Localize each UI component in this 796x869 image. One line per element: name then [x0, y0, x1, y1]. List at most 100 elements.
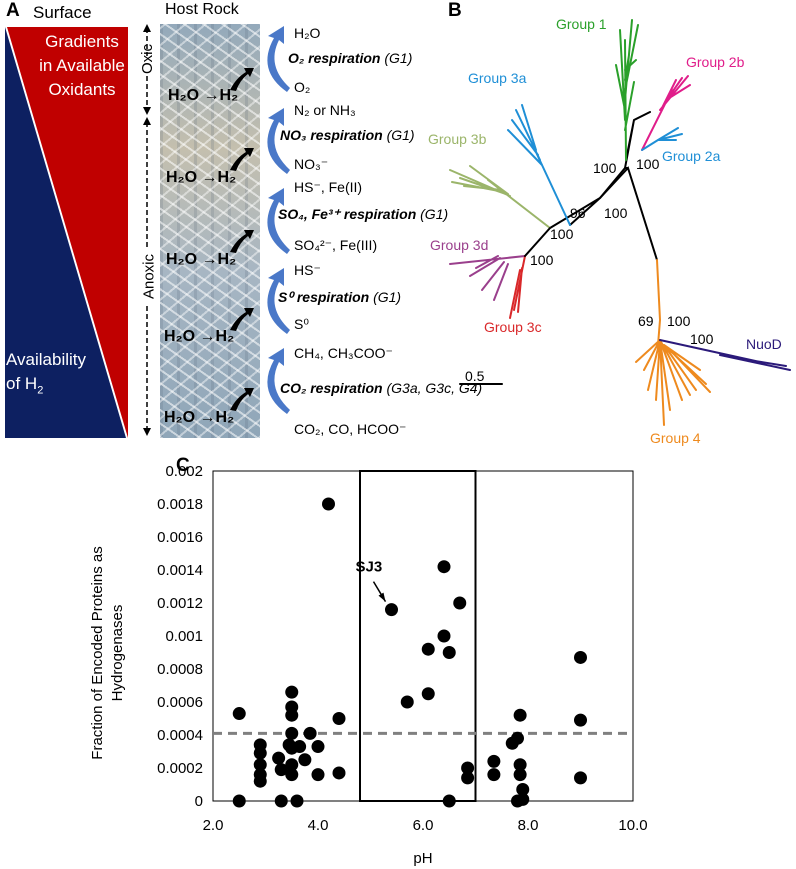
water-reaction-5: H₂O →H₂: [164, 409, 235, 426]
water-reaction-1: H₂O →H₂: [168, 87, 239, 104]
phylogenetic-tree: [449, 19, 791, 426]
label-group-1: Group 1: [556, 16, 607, 32]
data-point: [290, 794, 304, 808]
clade-group-3b: [449, 165, 551, 229]
clade-group-4: [635, 259, 711, 426]
reaction-so4-group: (G1): [420, 206, 449, 222]
bootstrap-7: 69: [638, 313, 654, 329]
label-group-3d: Group 3d: [430, 237, 489, 253]
x-tick-label: 4.0: [308, 817, 329, 834]
reaction-s0-title: S⁰ respiration: [278, 289, 370, 305]
label-group-2b: Group 2b: [686, 54, 745, 70]
label-nuod: NuoD: [746, 336, 782, 352]
gradients-text: Gradients in Available Oxidants: [28, 30, 136, 102]
clade-group-3d: [449, 255, 526, 301]
reaction-co2-name: CO₂ respiration (G3a, G3c, G4): [280, 380, 482, 396]
bootstrap-3: 96: [570, 205, 586, 221]
x-tick-label: 8.0: [518, 817, 539, 834]
data-point: [511, 794, 524, 808]
availability-line-2: of H: [6, 374, 38, 393]
data-point: [574, 713, 587, 727]
data-point: [274, 763, 288, 777]
y-tick-label: 0.002: [165, 463, 203, 480]
reaction-o2-product: H₂O: [294, 25, 321, 41]
data-point: [513, 768, 527, 782]
sj3-arrow: [372, 581, 387, 602]
scale-bar-label: 0.5: [465, 368, 485, 384]
scatter-chart: Fraction of Encoded Proteins as Hydrogen…: [89, 463, 648, 867]
clade-group-3c: [509, 255, 526, 319]
y-tick-label: 0.0018: [157, 496, 203, 513]
water-reaction-4: H₂O →H₂: [164, 328, 235, 345]
reaction-s0-group: (G1): [373, 289, 402, 305]
y-tick-label: 0.0016: [157, 529, 203, 546]
data-point: [513, 708, 527, 722]
data-point: [400, 695, 414, 709]
clade-group-3a: [507, 104, 571, 226]
sj3-annotation: SJ3: [356, 559, 383, 576]
label-group-2a: Group 2a: [662, 148, 721, 164]
data-point: [437, 560, 451, 574]
h2-availability-triangle: [5, 27, 126, 438]
water-reaction-2: H₂O →H₂: [166, 169, 237, 186]
data-point: [274, 794, 288, 808]
x-tick-label: 10.0: [618, 817, 647, 834]
data-point: [487, 754, 501, 768]
data-point: [303, 726, 317, 740]
data-point: [487, 768, 501, 782]
panel-c-letter: C: [176, 455, 190, 476]
data-point: [332, 766, 346, 780]
availability-text: Availability of H2: [6, 348, 86, 402]
data-point: [285, 768, 299, 782]
label-group-4: Group 4: [650, 430, 701, 446]
label-group-3b: Group 3b: [428, 131, 487, 147]
reaction-o2-name: O₂ respiration (G1): [288, 50, 412, 66]
reaction-co2-substrate: CO₂, CO, HCOO⁻: [294, 421, 407, 437]
data-point: [285, 685, 299, 699]
availability-sub: 2: [37, 384, 44, 397]
bootstrap-2: 100: [636, 156, 660, 172]
panel-b-letter: B: [448, 0, 462, 21]
reaction-s0-name: S⁰ respiration (G1): [278, 289, 401, 306]
sj3-arrow-head: [378, 592, 386, 602]
data-point: [253, 746, 267, 760]
bootstrap-8: 100: [667, 313, 691, 329]
reaction-so4-product: HS⁻, Fe(II): [294, 179, 363, 195]
data-point: [232, 794, 246, 808]
gradients-line-1: Gradients: [45, 32, 119, 51]
y-tick-label: 0.001: [165, 628, 203, 645]
data-point: [574, 771, 587, 785]
reaction-so4-title: SO₄, Fe³⁺ respiration: [278, 206, 417, 222]
data-point: [272, 751, 286, 765]
gradients-line-3: Oxidants: [48, 80, 116, 99]
data-point: [311, 740, 325, 754]
reaction-no3-substrate: NO₃⁻: [294, 156, 329, 172]
bootstrap-6: 100: [530, 252, 554, 268]
reaction-co2-product: CH₄, CH₃COO⁻: [294, 345, 393, 361]
plot-area: [212, 470, 634, 802]
x-axis-title: pH: [413, 850, 432, 867]
water-reaction-3: H₂O →H₂: [166, 251, 237, 268]
x-tick-label: 6.0: [413, 817, 434, 834]
data-point: [437, 629, 451, 643]
y-axis-title-line-2: Hydrogenases: [109, 605, 126, 702]
reaction-o2-title: O₂ respiration: [288, 50, 381, 66]
data-point: [285, 708, 299, 722]
data-point: [516, 782, 530, 796]
data-point: [461, 761, 475, 775]
oxic-label: Oxic: [139, 44, 156, 74]
data-point: [232, 707, 246, 721]
reaction-no3-name: NO₃ respiration (G1): [280, 127, 415, 143]
gradients-line-2: in Available: [39, 56, 125, 75]
bootstrap-1: 100: [593, 160, 617, 176]
reaction-no3-title: NO₃ respiration: [280, 127, 383, 143]
bootstrap-5: 100: [550, 226, 574, 242]
redox-arrows: [230, 26, 290, 414]
data-point: [322, 497, 335, 511]
data-point: [421, 687, 435, 701]
panel-a-letter: A: [6, 0, 20, 21]
reaction-no3-product: N₂ or NH₃: [294, 102, 356, 118]
reaction-o2-group: (G1): [384, 50, 413, 66]
clade-nuod: [659, 339, 791, 371]
label-group-3a: Group 3a: [468, 70, 527, 86]
